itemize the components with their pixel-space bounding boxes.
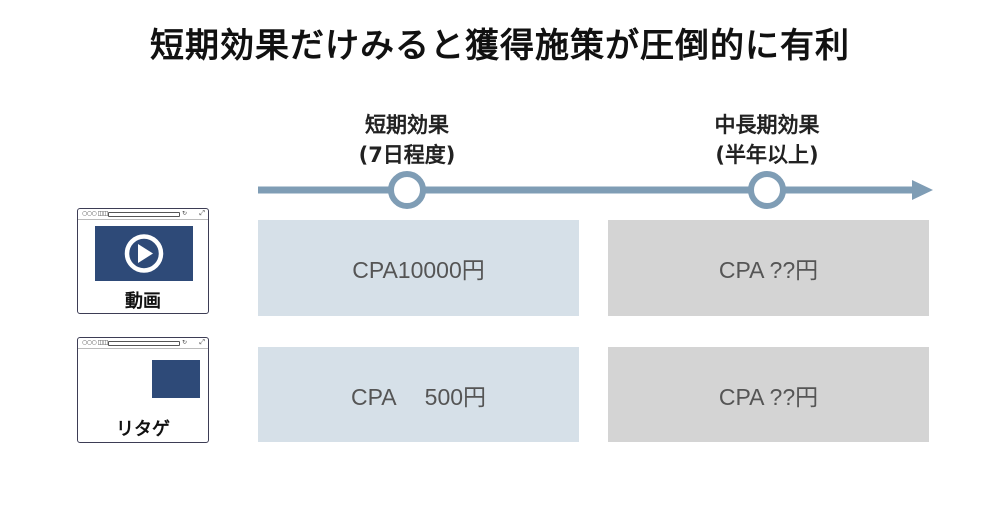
expand-icon: ⤢ [199, 338, 205, 346]
phase-label-long-term: 中長期効果 (半年以上) [667, 110, 867, 170]
refresh-icon: ↻ [182, 339, 188, 346]
browser-toolbar: ○○○ ◫◫ ↻ ⤢ [78, 209, 208, 220]
refresh-icon: ↻ [182, 210, 188, 217]
phase-title: 中長期効果 [714, 113, 820, 137]
page-title: 短期効果だけみると獲得施策が圧倒的に有利 [150, 26, 850, 66]
card-video-long-term: CPA ??円 [608, 220, 929, 316]
timeline-marker-long-term [748, 171, 786, 209]
card-retargeting-short-term: CPA 500円 [258, 347, 579, 442]
banner-ad-icon [152, 360, 200, 398]
address-bar [108, 212, 180, 217]
row-label-retargeting: リタゲ [116, 419, 170, 440]
card-video-short-term: CPA10000円 [258, 220, 579, 316]
video-thumbnail [95, 226, 193, 281]
window-controls-icon: ○○○ ◫◫ [82, 339, 108, 346]
address-bar [108, 341, 180, 346]
card-retargeting-long-term: CPA ??円 [608, 347, 929, 442]
phase-duration: (7日程度) [358, 143, 456, 167]
timeline-arrowhead-icon [912, 180, 933, 200]
expand-icon: ⤢ [199, 209, 205, 217]
phase-label-short-term: 短期効果 (7日程度) [307, 110, 507, 170]
timeline-marker-short-term [388, 171, 426, 209]
window-controls-icon: ○○○ ◫◫ [82, 210, 108, 217]
phase-title: 短期効果 [365, 113, 449, 137]
browser-video-ad: ○○○ ◫◫ ↻ ⤢ 動画 [77, 208, 209, 314]
row-label-video: 動画 [125, 291, 161, 312]
video-play-icon [124, 234, 164, 273]
browser-retargeting-ad: ○○○ ◫◫ ↻ ⤢ リタゲ [77, 337, 209, 443]
browser-toolbar: ○○○ ◫◫ ↻ ⤢ [78, 338, 208, 349]
phase-duration: (半年以上) [715, 143, 819, 167]
